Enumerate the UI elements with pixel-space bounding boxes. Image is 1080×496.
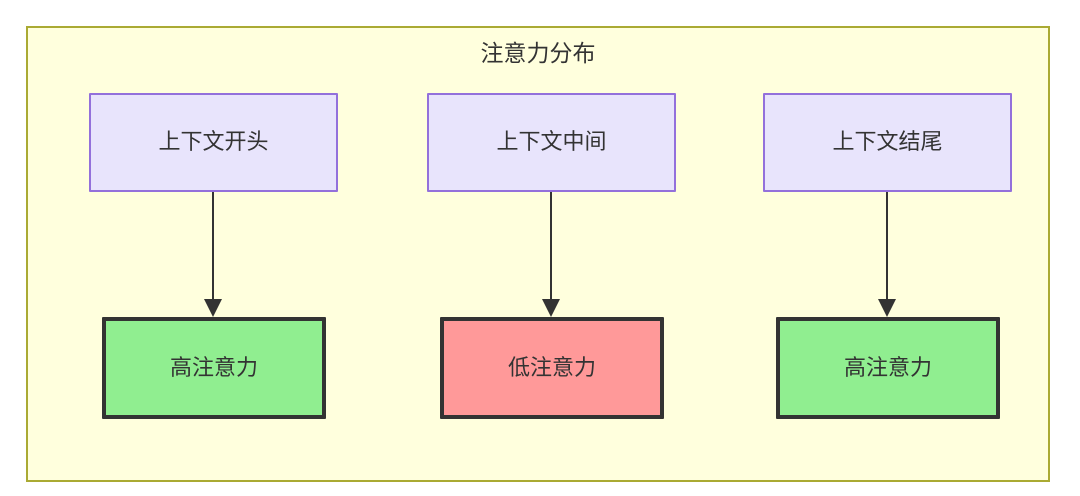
- node-attn-high-start[interactable]: 高注意力: [102, 317, 326, 419]
- node-attn-high-end[interactable]: 高注意力: [776, 317, 1000, 419]
- node-ctx-start[interactable]: 上下文开头: [89, 93, 338, 192]
- subgraph-title: 注意力分布: [480, 40, 596, 66]
- node-ctx-middle[interactable]: 上下文中间: [427, 93, 676, 192]
- node-attn-low-middle[interactable]: 低注意力: [440, 317, 664, 419]
- node-ctx-end[interactable]: 上下文结尾: [763, 93, 1012, 192]
